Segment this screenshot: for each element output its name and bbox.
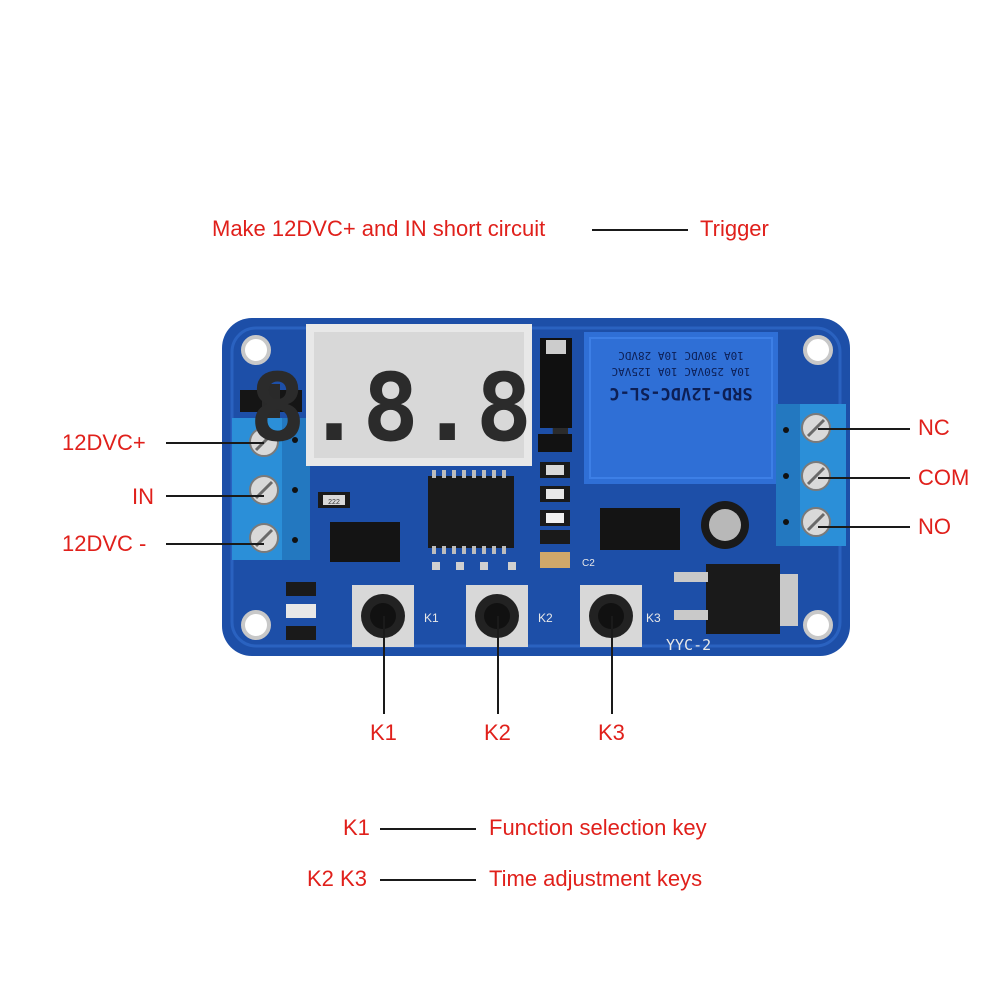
input-terminal-block [232,418,310,560]
terminal-label-in: IN [132,484,154,509]
terminal-label-com: COM [918,465,970,490]
trigger-label: Trigger [700,216,769,241]
legend-desc-k1: Function selection key [489,815,707,840]
terminal-label-12dvc-plus: 12DVC+ [62,430,146,455]
output-terminal-block [776,404,846,546]
terminal-label-no: NO [918,514,951,539]
legend-line-k1 [380,828,476,830]
svg-text:K2: K2 [538,611,553,625]
button-label-k3: K3 [598,720,625,745]
electrolytic-capacitor [701,501,749,549]
button-label-k2: K2 [484,720,511,745]
legend-line-k2-k3 [380,879,476,881]
terminal-line-com [818,477,910,479]
svg-text:YYC-2: YYC-2 [666,636,711,654]
legend-key-k2-k3: K2 K3 [307,866,367,891]
seven-segment-display: 8.8.8. [249,324,589,466]
terminal-line-nc [818,428,910,430]
mounting-holes [241,335,833,640]
ic-chip [428,470,514,554]
terminal-label-nc: NC [918,415,950,440]
trigger-condition-label: Make 12DVC+ and IN short circuit [212,216,546,241]
terminal-line-no [818,526,910,528]
display-digits: 8.8.8. [249,354,589,463]
button-line-k1 [383,616,385,714]
button-label-k1: K1 [370,720,397,745]
svg-text:K1: K1 [424,611,439,625]
svg-text:K3: K3 [646,611,661,625]
svg-text:SRD-12VDC-SL-C: SRD-12VDC-SL-C [609,383,752,403]
terminal-line-12dvc-plus [166,442,264,444]
optocoupler-right [600,508,680,550]
relay: SRD-12VDC-SL-C 10A 250VAC 10A 125VAC 10A… [584,332,778,484]
button-line-k3 [611,616,613,714]
svg-text:222: 222 [328,499,340,506]
terminal-label-12dvc-minus: 12DVC - [62,531,147,556]
smd-components: C2 222 [318,462,595,569]
trigger-connector-line [592,229,688,231]
svg-text:10A 250VAC 10A 125VAC: 10A 250VAC 10A 125VAC [611,365,750,378]
optocoupler-left [330,522,400,562]
voltage-regulator [674,564,798,634]
svg-text:C2: C2 [582,558,595,569]
terminal-line-in [166,495,264,497]
button-line-k2 [497,616,499,714]
legend-key-k1: K1 [343,815,370,840]
legend-desc-k2-k3: Time adjustment keys [489,866,703,891]
terminal-line-12dvc-minus [166,543,264,545]
left-smd-column [286,582,316,640]
svg-text:10A 30VDC 10A 28VDC: 10A 30VDC 10A 28VDC [618,349,744,362]
